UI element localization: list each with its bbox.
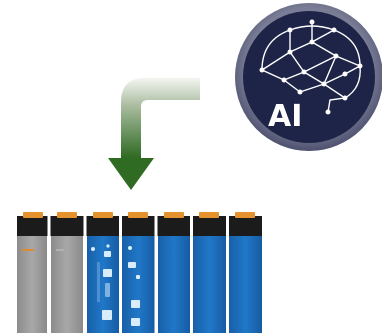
plc-module-1 [17, 236, 47, 333]
plc-connectors [23, 212, 255, 218]
module-dividers [47, 214, 229, 333]
module-indicator [56, 249, 64, 251]
plc-module-6 [193, 236, 226, 333]
plc-module-2 [51, 236, 83, 333]
plc-rack-icon [17, 212, 262, 333]
plc-top-cap [17, 216, 262, 236]
network-nodes [259, 19, 363, 115]
plc-module-4 [122, 236, 155, 333]
module-indicator [22, 249, 34, 251]
module-leds [91, 244, 140, 326]
plc-module-7 [229, 236, 262, 333]
plc-module-5 [158, 236, 190, 333]
module-slot [97, 262, 100, 302]
curved-arrow-down-icon [108, 78, 200, 190]
ai-label: AI [268, 99, 302, 134]
ai-brain-badge: AI [235, 3, 382, 151]
